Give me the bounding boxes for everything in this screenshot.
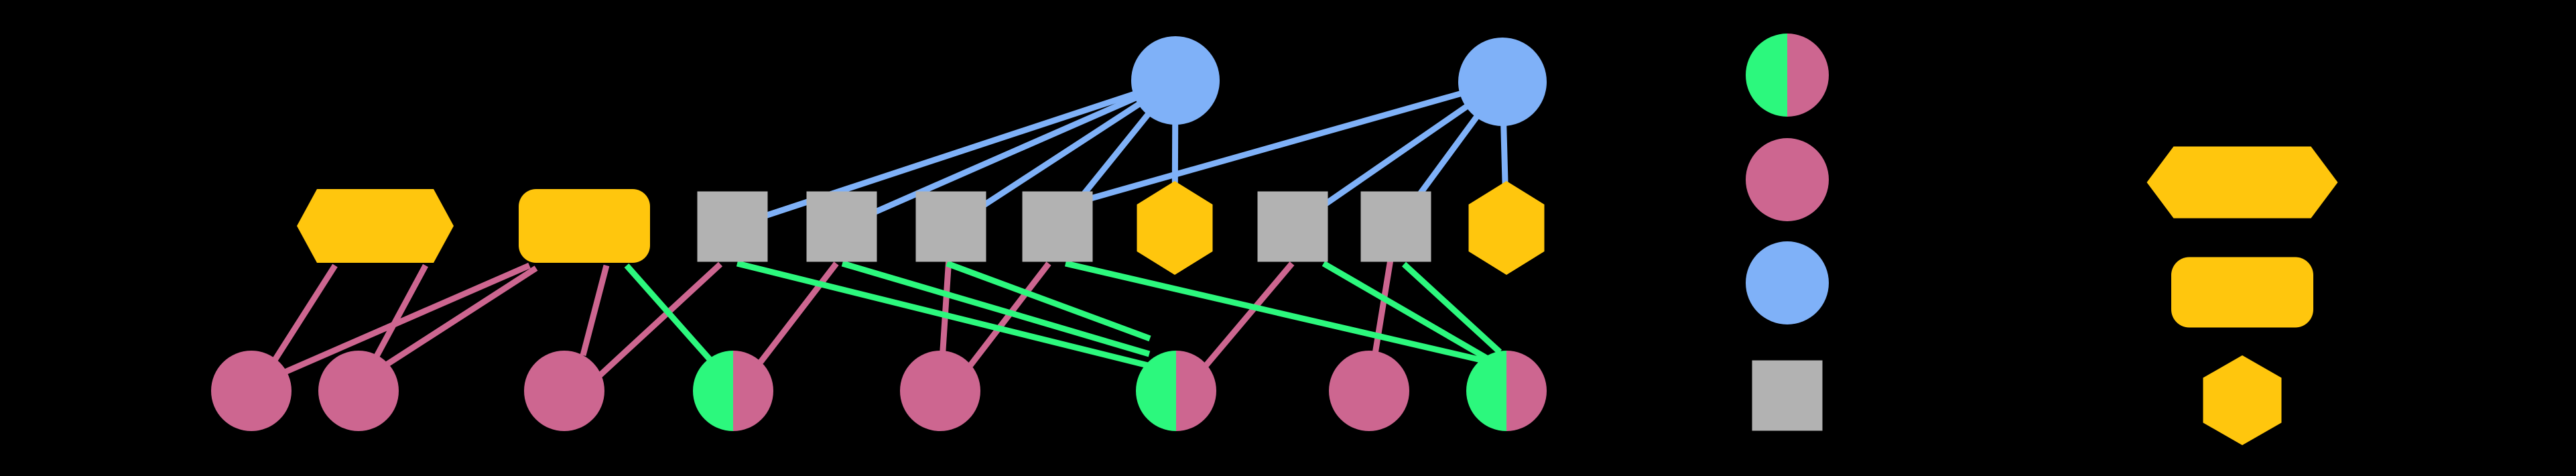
- legend-gray-square: [1752, 360, 1823, 431]
- pointy-hexagon-1: [1137, 181, 1213, 275]
- rounded-rect-factor: [519, 189, 650, 263]
- legend-rounded-rect: [2171, 257, 2313, 328]
- legend-pink-circle: [1746, 138, 1829, 221]
- obs-circle-3: [524, 351, 604, 431]
- pink-edge-hex-o1: [269, 263, 338, 367]
- blue-edge-c1-sq1: [731, 77, 1177, 230]
- legend-pointy-hexagon: [2203, 355, 2282, 445]
- green-edge-sq3-o6: [946, 260, 1151, 342]
- pink-edge-rect-o3: [580, 264, 610, 357]
- pointy-hexagon-2: [1468, 181, 1545, 275]
- pink-edge-rect-o2: [383, 265, 538, 368]
- legend-blue-circle: [1746, 241, 1829, 324]
- obs-circle-4-green-half: [693, 351, 733, 431]
- obs-circle-6-pink-half: [1176, 351, 1216, 431]
- obs-circle-6-green-half: [1136, 351, 1176, 431]
- obs-circle-8-green-half: [1466, 351, 1506, 431]
- state-square-1: [697, 191, 768, 262]
- obs-circle-4-pink-half: [733, 351, 773, 431]
- obs-circle-8-pink-half: [1506, 351, 1547, 431]
- blue-edge-c1-sq2: [840, 77, 1177, 230]
- obs-circle-1: [211, 351, 292, 431]
- pink-edge-sq2-o4: [758, 261, 839, 364]
- green-edge-sq2-o6: [841, 260, 1151, 357]
- blue-edge-c2-sq4: [1056, 78, 1504, 211]
- pink-edge-sq1-o3: [597, 261, 723, 378]
- blue-edge-c1-sq3: [949, 78, 1177, 229]
- green-edge-rect-o4: [624, 263, 713, 362]
- green-edge-sq5-o8: [1322, 261, 1490, 361]
- pink-edge-rect-o1: [283, 262, 531, 375]
- legend-wide-hexagon: [2146, 146, 2338, 219]
- top-circle-2: [1458, 38, 1547, 126]
- obs-circle-5: [900, 351, 980, 431]
- top-circle-1: [1131, 36, 1220, 125]
- state-square-5: [1257, 191, 1328, 262]
- state-square-4: [1022, 191, 1093, 262]
- legend-half-circle-pink-half: [1787, 34, 1829, 117]
- state-square-3: [915, 191, 986, 262]
- pink-edge-sq5-o6: [1202, 261, 1295, 369]
- state-square-6: [1360, 191, 1431, 262]
- green-edge-sq4-o8: [1064, 260, 1486, 364]
- obs-circle-2: [318, 351, 399, 431]
- pink-edge-hex-o2: [373, 263, 428, 361]
- green-edge-sq1-o6: [736, 260, 1152, 369]
- state-square-2: [806, 191, 877, 262]
- legend-half-circle-green-half: [1746, 34, 1787, 117]
- green-edge-sq6-o8: [1401, 261, 1502, 355]
- wide-hexagon-factor: [297, 189, 454, 263]
- obs-circle-7: [1329, 351, 1409, 431]
